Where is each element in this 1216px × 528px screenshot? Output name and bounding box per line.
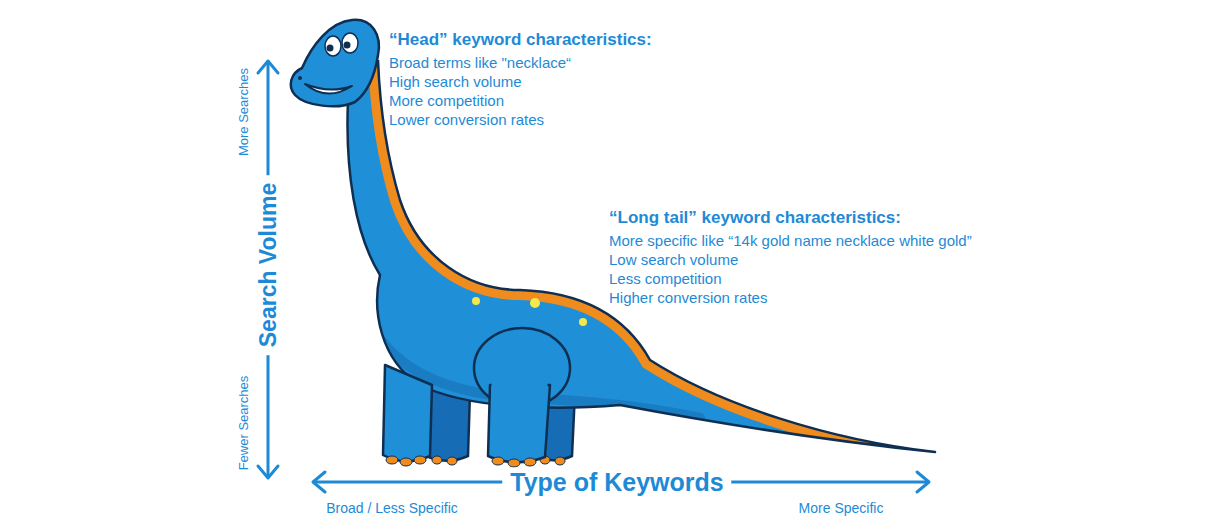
dinosaur-eye [342, 33, 358, 53]
dinosaur-head [291, 20, 379, 106]
axis-end-label: More Specific [799, 499, 884, 518]
dinosaur-toe [524, 458, 536, 466]
characteristic-text: More specific like “14k gold name neckla… [609, 231, 972, 250]
axis-title: Type of Keywords [502, 468, 731, 497]
dinosaur-spot [530, 298, 540, 308]
dinosaur-body [347, 60, 935, 452]
characteristic-text: Less competition [609, 269, 722, 288]
characteristic-text: Higher conversion rates [609, 288, 767, 307]
dinosaur-pupil [327, 45, 334, 52]
characteristic-text: Lower conversion rates [389, 110, 544, 129]
dinosaur-leg [488, 385, 550, 462]
dinosaur-toe [432, 456, 442, 464]
dinosaur-nostril [298, 76, 302, 80]
dinosaur-leg [383, 365, 432, 461]
characteristic-text: Low search volume [609, 250, 738, 269]
dinosaur-outline [347, 60, 935, 452]
dinosaur-eye [325, 36, 341, 56]
dinosaur-leg-join [491, 378, 548, 392]
dinosaur-toe [555, 457, 565, 465]
dinosaur-spot [472, 297, 480, 305]
section-heading: “Long tail” keyword characteristics: [609, 208, 901, 227]
axis-end-label: Broad / Less Specific [326, 499, 458, 518]
dinosaur-toe [386, 456, 398, 464]
characteristic-text: High search volume [389, 72, 522, 91]
dinosaur-spot [579, 318, 587, 326]
dinosaur-toe [414, 456, 426, 464]
axis-end-label: Fewer Searches [234, 376, 253, 471]
dinosaur-smile [305, 84, 352, 94]
dinosaur-toe [447, 457, 457, 465]
dinosaur-toe [400, 458, 412, 466]
axis-title: Search Volume [255, 175, 282, 355]
axis-arrowhead [313, 472, 325, 492]
axis-arrowhead [258, 61, 278, 73]
dinosaur-toe [508, 459, 520, 467]
axis-arrowhead [258, 466, 278, 478]
section-heading: “Head” keyword characteristics: [389, 30, 652, 49]
characteristic-text: Broad terms like "necklace“ [389, 53, 571, 72]
axis-arrowhead [917, 472, 929, 492]
dinosaur-pupil [344, 42, 351, 49]
dinosaur-toe [492, 457, 504, 465]
characteristic-text: More competition [389, 91, 504, 110]
axis-end-label: More Searches [234, 68, 253, 156]
